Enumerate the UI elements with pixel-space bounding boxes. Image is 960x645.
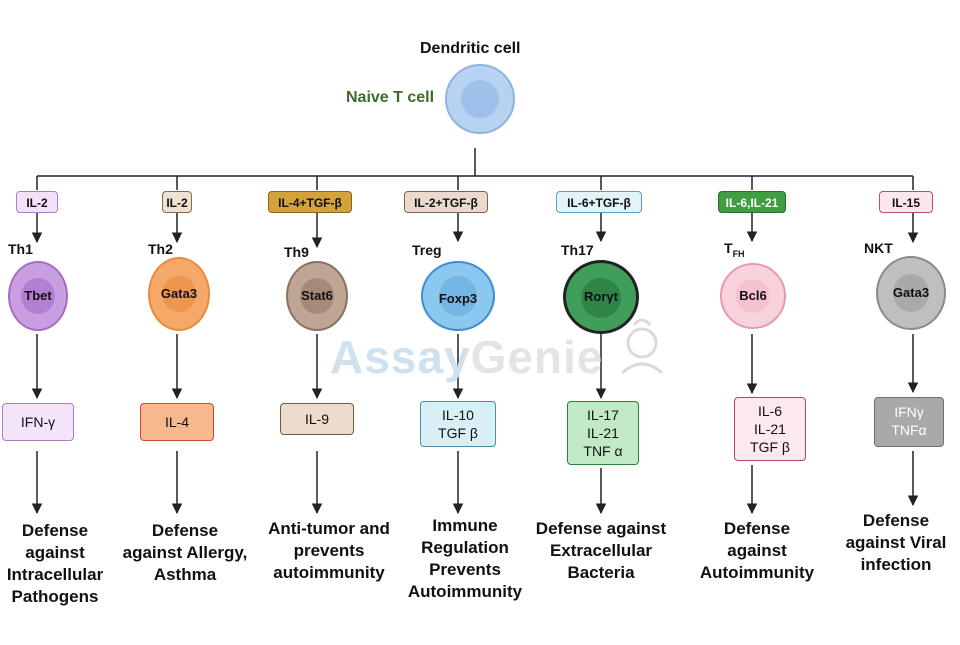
cell-treg: Foxp3 — [421, 261, 495, 331]
naive-t-cell-label: Naive T cell — [346, 89, 435, 106]
tf-tfh: Bcl6 — [739, 288, 767, 303]
cell-name-th1: Th1 — [8, 241, 33, 257]
cell-name-tfh: TFH — [724, 240, 745, 259]
genie-logo-icon — [620, 318, 664, 375]
cell-th2: Gata3 — [148, 257, 210, 331]
output-tfh-3: TGF β — [750, 439, 790, 455]
cell-tfh: Bcl6 — [720, 263, 786, 329]
output-th1-1: IFN-γ — [20, 414, 56, 430]
cell-name-th17: Th17 — [561, 242, 594, 258]
cytokine-badge-th17: IL-6+TGF-β — [556, 191, 642, 213]
naive-t-cell — [445, 64, 515, 134]
function-th2: Defense against Allergy, Asthma — [122, 521, 248, 584]
cell-name-nkt: NKT — [864, 240, 893, 256]
cell-th17: Rorγt — [563, 260, 639, 334]
watermark-part-assay: Assay — [330, 331, 471, 383]
naive-t-cell-nucleus — [461, 80, 499, 118]
output-box-tfh: IL-6 IL-21 TGF β — [734, 397, 806, 461]
cytokine-badge-th2: IL-2 — [162, 191, 192, 213]
output-th17-2: IL-21 — [587, 425, 619, 441]
cell-th9: Stat6 — [286, 261, 348, 331]
tf-th9: Stat6 — [301, 288, 333, 303]
cell-nkt: Gata3 — [876, 256, 946, 330]
output-nkt-2: TNFα — [891, 422, 927, 438]
function-tfh: Defense against Autoimmunity — [699, 519, 815, 582]
output-box-th17: IL-17 IL-21 TNF α — [567, 401, 639, 465]
output-box-th9: IL-9 — [280, 403, 354, 435]
output-th2-1: IL-4 — [164, 414, 190, 430]
cytokine-badge-th1: IL-2 — [16, 191, 58, 213]
output-nkt-1: IFNγ — [894, 404, 924, 420]
output-box-nkt: IFNγ TNFα — [874, 397, 944, 447]
function-th1: Defense against Intracellular Pathogens — [6, 521, 104, 606]
cell-name-th9: Th9 — [284, 244, 309, 260]
cell-name-treg: Treg — [412, 242, 442, 258]
cytokine-badge-treg: IL-2+TGF-β — [404, 191, 488, 213]
output-box-th2: IL-4 — [140, 403, 214, 441]
tf-nkt: Gata3 — [892, 285, 930, 300]
output-tfh-1: IL-6 — [757, 403, 783, 419]
cell-name-th2: Th2 — [148, 241, 173, 257]
output-th17-1: IL-17 — [587, 407, 619, 423]
watermark-part-genie: Genie — [470, 331, 604, 383]
dendritic-cell-label: Dendritic cell — [420, 40, 521, 57]
cell-th1: Tbet — [8, 261, 68, 331]
tf-th17: Rorγt — [584, 289, 618, 304]
output-box-th1: IFN-γ — [2, 403, 74, 441]
output-th17-3: TNF α — [583, 443, 623, 459]
tf-th2: Gata3 — [160, 286, 198, 301]
function-th9: Anti-tumor and prevents autoimmunity — [268, 519, 390, 582]
function-treg: Immune Regulation Prevents Autoimmunity — [407, 516, 523, 601]
tf-th1: Tbet — [24, 288, 52, 303]
function-nkt: Defense against Viral infection — [845, 511, 947, 574]
function-th17: Defense against Extracellular Bacteria — [535, 519, 667, 582]
output-tfh-2: IL-21 — [754, 421, 786, 437]
output-box-treg: IL-10 TGF β — [420, 401, 496, 447]
output-treg-2: TGF β — [438, 425, 478, 441]
cytokine-badge-th9: IL-4+TGF-β — [268, 191, 352, 213]
cytokine-badge-tfh: IL-6,IL-21 — [718, 191, 786, 213]
output-th9-1: IL-9 — [304, 411, 330, 427]
tf-treg: Foxp3 — [438, 291, 478, 306]
output-treg-1: IL-10 — [442, 407, 474, 423]
watermark: AssayGenie — [330, 330, 603, 384]
cytokine-badge-nkt: IL-15 — [879, 191, 933, 213]
